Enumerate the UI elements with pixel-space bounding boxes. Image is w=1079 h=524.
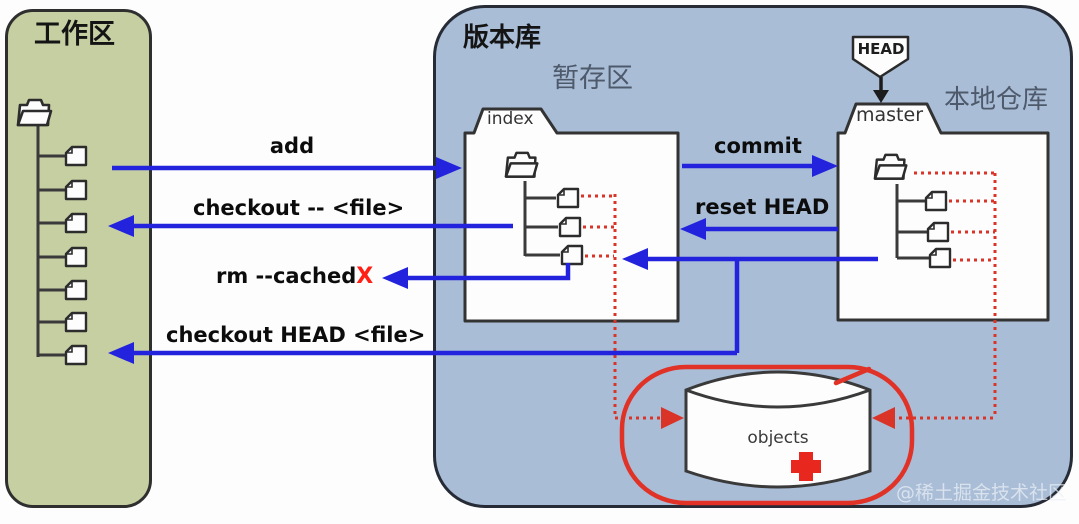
cmd-rm-cached-text: rm --cached — [216, 264, 357, 288]
staging-area-label: 暂存区 — [552, 63, 633, 94]
repository-title: 版本库 — [463, 23, 542, 53]
workspace-title: 工作区 — [34, 19, 115, 50]
workspace-panel — [5, 9, 152, 508]
cmd-add-label: add — [269, 134, 315, 158]
watermark: @稀土掘金技术社区 — [896, 482, 1068, 504]
cmd-rm-cached-label: rm --cachedX — [216, 264, 374, 289]
cmd-reset-head-label: reset HEAD — [695, 195, 830, 219]
master-tab-label: master — [856, 104, 924, 126]
objects-label: objects — [747, 428, 809, 448]
cmd-checkout-head-label: checkout HEAD <file> — [166, 323, 426, 347]
index-tab-label: index — [487, 109, 534, 129]
cmd-commit-label: commit — [714, 134, 802, 158]
cmd-rm-cached-x-mark: X — [356, 264, 374, 289]
head-badge-label: HEAD — [857, 40, 905, 58]
local-repo-label: 本地仓库 — [944, 85, 1049, 115]
cmd-checkout-file-label: checkout -- <file> — [193, 196, 405, 220]
